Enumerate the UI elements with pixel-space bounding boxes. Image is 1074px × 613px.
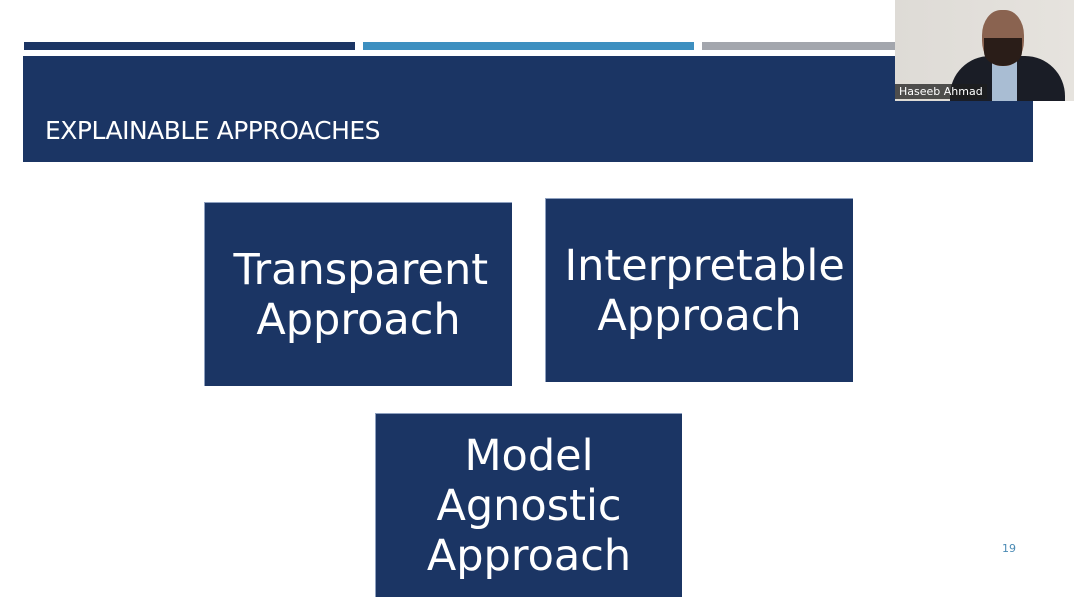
person-shirt bbox=[992, 60, 1017, 101]
box-label: Model Agnostic Approach bbox=[426, 430, 632, 581]
participant-video[interactable]: Haseeb Ahmad bbox=[895, 0, 1074, 101]
box-label: Transparent Approach bbox=[233, 244, 489, 345]
participant-name: Haseeb Ahmad bbox=[895, 84, 987, 99]
page-number: 19 bbox=[1002, 542, 1016, 555]
box-label: Interpretable Approach bbox=[564, 240, 845, 341]
accent-bar-navy bbox=[24, 42, 355, 50]
title-banner: EXPLAINABLE APPROACHES bbox=[23, 56, 1033, 162]
slide-title: EXPLAINABLE APPROACHES bbox=[45, 116, 381, 145]
accent-bar-gray bbox=[702, 42, 1033, 50]
accent-bar-blue bbox=[363, 42, 694, 50]
transparent-approach-box: Transparent Approach bbox=[204, 202, 512, 386]
person-beard bbox=[984, 38, 1022, 66]
interpretable-approach-box: Interpretable Approach bbox=[545, 198, 853, 382]
model-agnostic-approach-box: Model Agnostic Approach bbox=[375, 413, 682, 597]
